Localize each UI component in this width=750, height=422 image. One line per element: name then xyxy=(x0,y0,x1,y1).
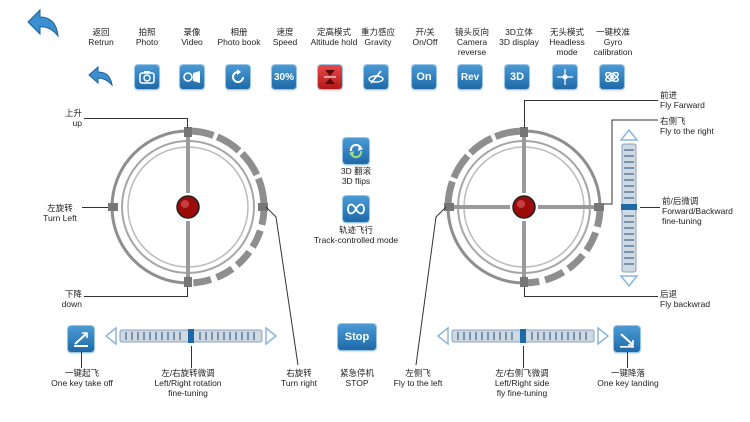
leader-line-fly-left xyxy=(415,206,447,366)
video-camera-icon xyxy=(183,71,200,83)
leader-line-fly-right xyxy=(604,119,658,205)
photo-button[interactable] xyxy=(135,65,159,89)
3d-flips-button[interactable] xyxy=(343,138,369,164)
leader-line-turn-right xyxy=(265,206,299,366)
leader-line xyxy=(640,207,660,208)
leader-line xyxy=(523,346,524,368)
take-off-button[interactable] xyxy=(68,326,94,352)
leader-line xyxy=(84,296,188,297)
refresh-icon xyxy=(232,69,244,83)
leader-line xyxy=(81,352,82,368)
leader-line xyxy=(524,100,525,128)
left-right-rotation-trim-slider[interactable] xyxy=(104,326,278,346)
gyro-calibration-button[interactable] xyxy=(600,65,624,89)
altitude-icon xyxy=(324,70,336,84)
leader-line xyxy=(627,352,628,368)
altitude-hold-button[interactable] xyxy=(318,65,342,89)
leader-line xyxy=(187,118,188,128)
leader-line xyxy=(82,207,108,208)
video-button[interactable] xyxy=(180,65,204,89)
camera-icon xyxy=(139,71,155,84)
takeoff-icon xyxy=(74,332,88,347)
leader-line xyxy=(84,118,188,119)
photo-book-button[interactable] xyxy=(226,65,250,89)
crosshair-icon xyxy=(557,69,573,85)
left-right-side-trim-slider[interactable] xyxy=(436,326,610,346)
landing-button[interactable] xyxy=(614,326,640,352)
gravity-button[interactable] xyxy=(364,65,388,89)
speed-button[interactable]: 30% xyxy=(272,65,296,89)
stop-button[interactable]: Stop xyxy=(338,324,376,350)
flip-icon xyxy=(349,143,363,159)
gyro-icon xyxy=(605,71,619,83)
track-mode-button[interactable] xyxy=(343,196,369,222)
leader-line xyxy=(191,346,192,368)
on-off-button[interactable]: On xyxy=(412,65,436,89)
landing-icon xyxy=(620,333,634,348)
leader-line xyxy=(187,287,188,296)
forward-backward-trim-slider[interactable] xyxy=(618,128,640,288)
leader-line xyxy=(524,296,658,297)
camera-reverse-button[interactable]: Rev xyxy=(458,65,482,89)
return-arrow-icon[interactable] xyxy=(22,8,62,40)
headless-mode-button[interactable] xyxy=(553,65,577,89)
leader-line xyxy=(524,287,525,296)
3d-display-button[interactable]: 3D xyxy=(505,65,529,89)
right-joystick[interactable] xyxy=(444,127,604,287)
return-small-arrow-icon[interactable] xyxy=(86,64,114,88)
track-icon xyxy=(347,203,365,215)
leader-line xyxy=(524,100,658,101)
left-joystick[interactable] xyxy=(108,127,268,287)
gravity-icon xyxy=(368,70,384,84)
